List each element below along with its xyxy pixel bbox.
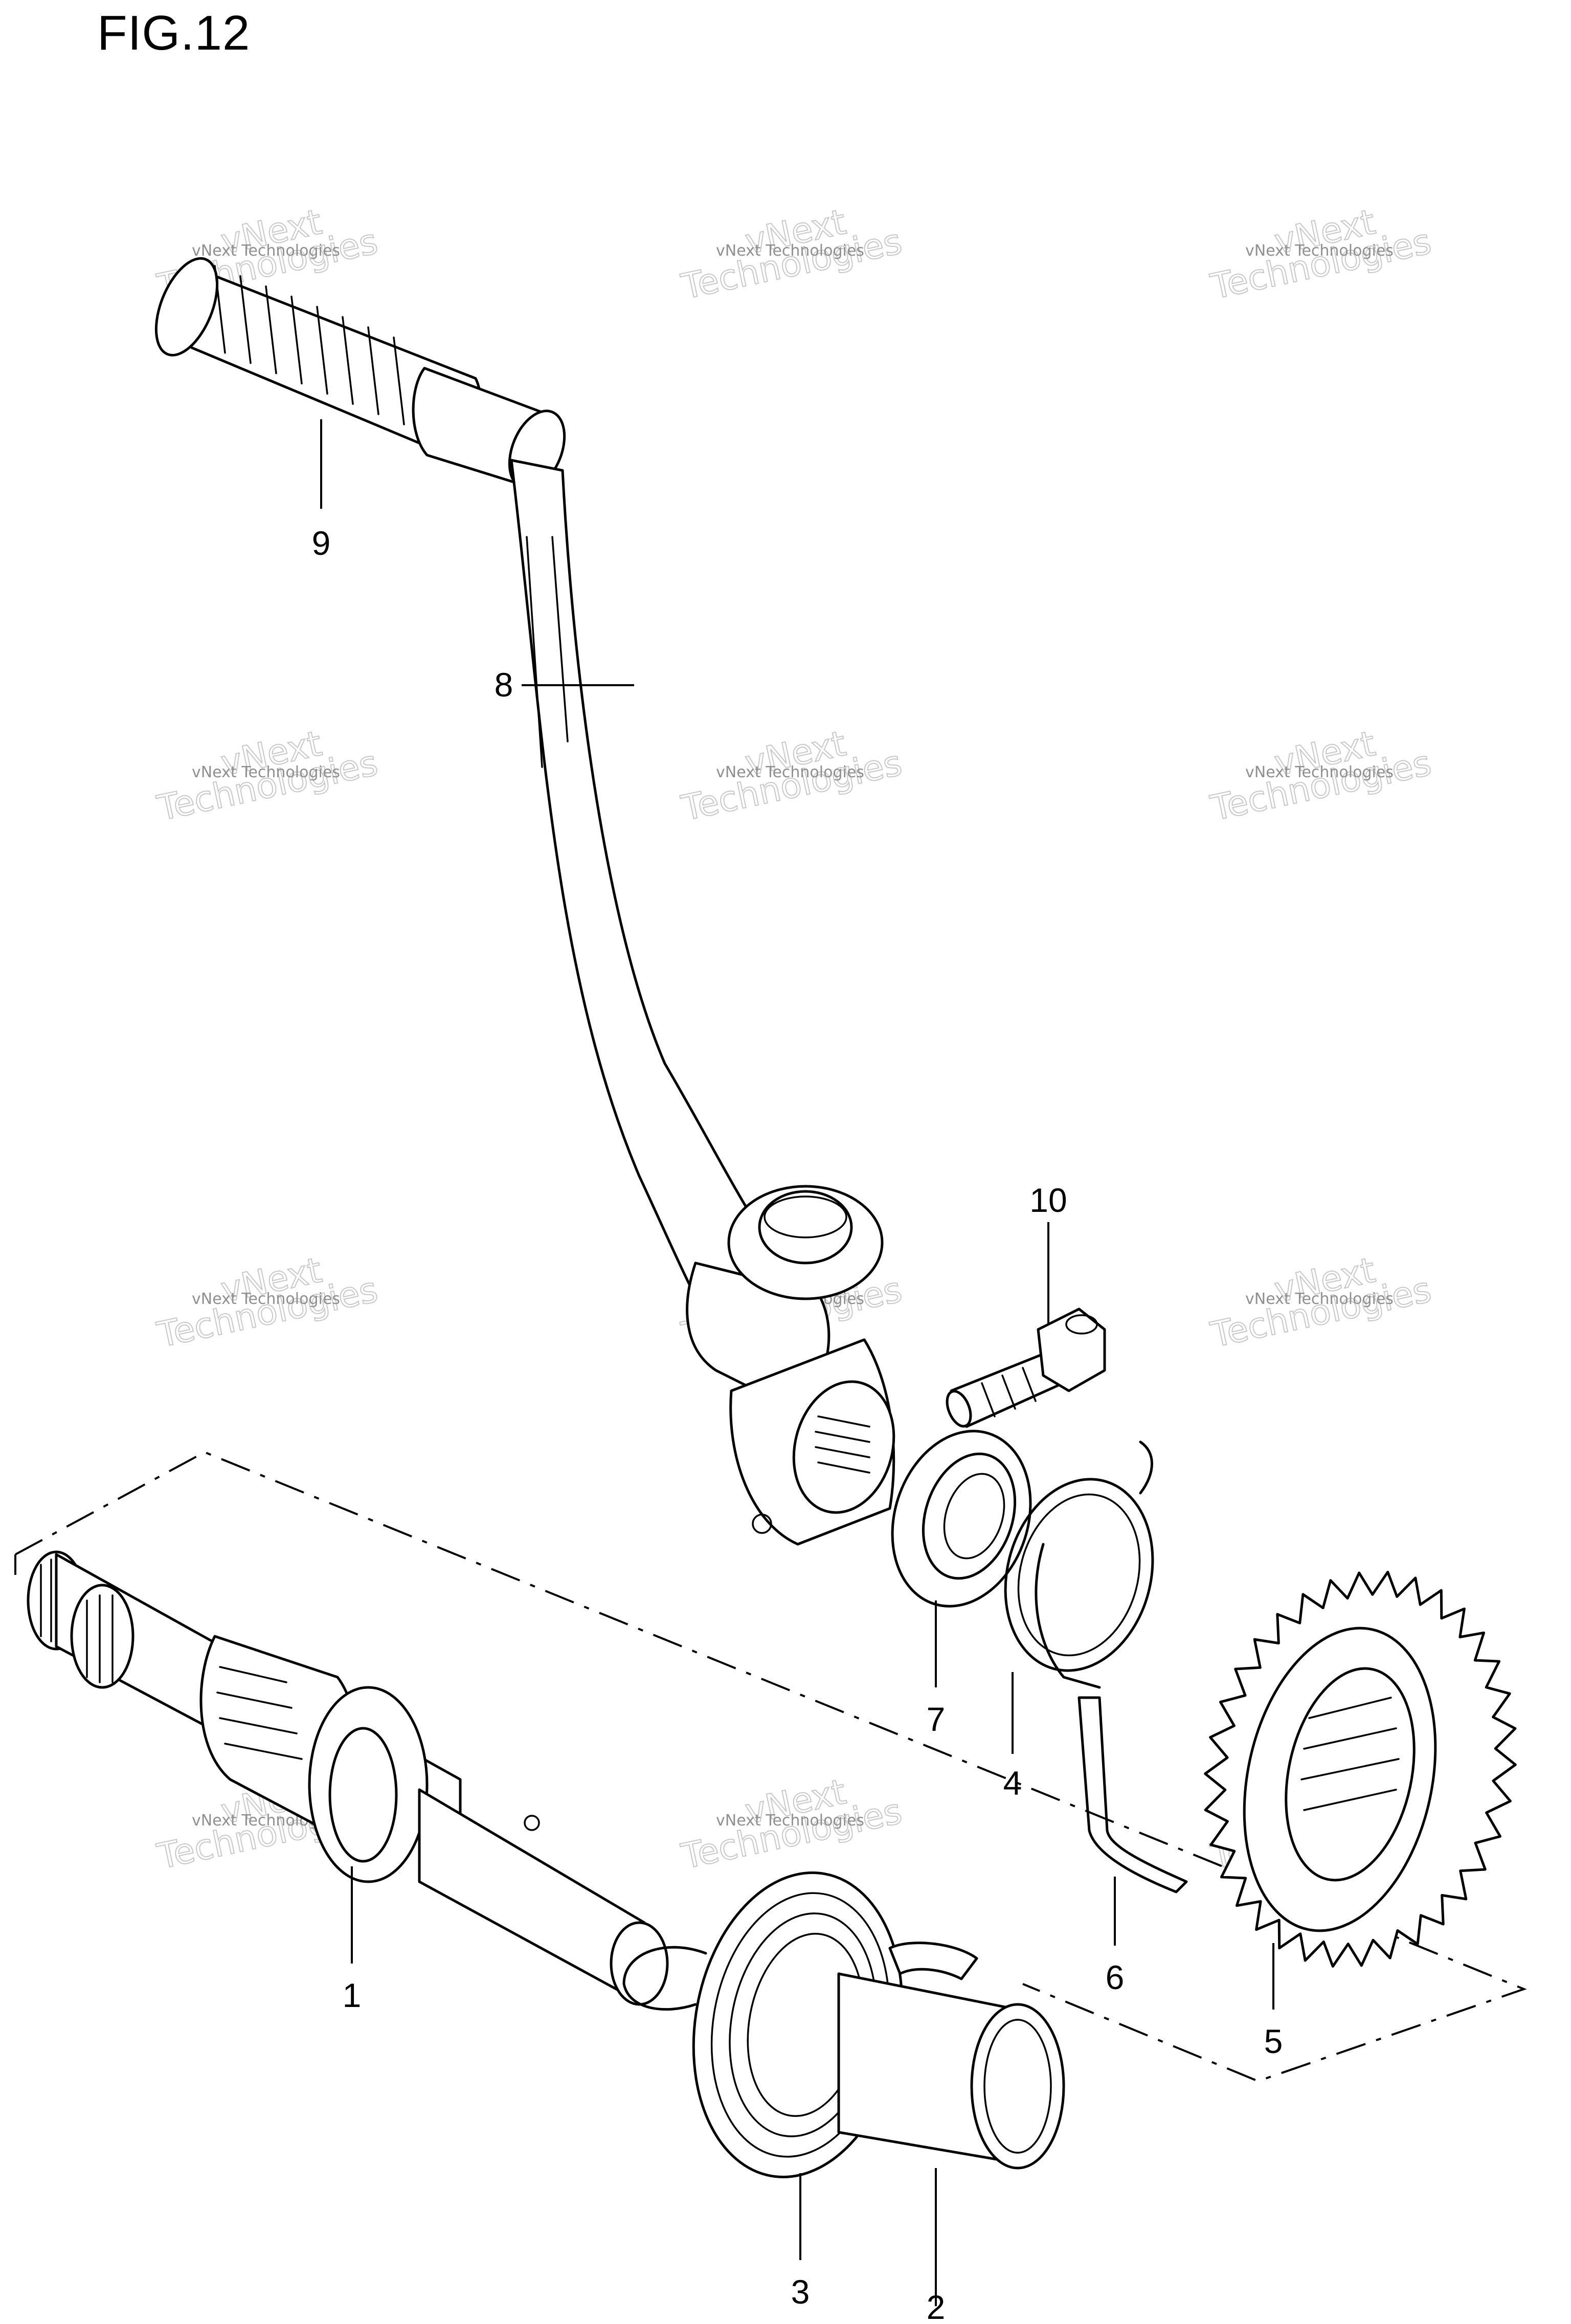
assembly-boundary (14, 1451, 1527, 2083)
watermark-text: vNext Technologies (1245, 763, 1394, 781)
watermark-text: vNext Technologies (192, 242, 340, 260)
watermark-text: vNext Technologies (1245, 242, 1394, 260)
callout-5: 5 (1264, 2022, 1283, 2060)
callout-7: 7 (927, 1700, 946, 1738)
callout-10: 10 (1029, 1181, 1067, 1219)
watermark-text: vNext Technologies (192, 1290, 340, 1308)
part-10-bolt (946, 1307, 1106, 1428)
callout-1: 1 (343, 1976, 362, 2014)
part-4-spring (1004, 1440, 1154, 1689)
watermark-text: vNext Technologies (1245, 1290, 1394, 1308)
figure-title: FIG.12 (97, 6, 251, 60)
part-8-kick-lever (510, 459, 895, 1546)
watermark-text: vNext Technologies (192, 763, 340, 781)
callout-9: 9 (312, 524, 331, 562)
part-7-washer (891, 1430, 1032, 1608)
watermark-text: vNext Technologies (716, 242, 864, 260)
callout-3: 3 (791, 2273, 810, 2311)
callout-6: 6 (1106, 1958, 1125, 1996)
watermark-text: vNext Technologies (716, 1812, 864, 1830)
callout-2: 2 (927, 2288, 946, 2324)
callout-labels: 9 8 10 7 4 6 5 1 3 2 (312, 524, 1283, 2324)
callout-4: 4 (1003, 1764, 1022, 1802)
part-2-sleeve (837, 1942, 1065, 2170)
leader-lines (320, 419, 1274, 2306)
watermark-text: vNext Technologies (716, 763, 864, 781)
part-5-gear (1204, 1570, 1517, 1968)
callout-8: 8 (495, 666, 513, 704)
part-1-shaft (27, 1550, 669, 2006)
part-6-guide (1078, 1696, 1188, 1893)
